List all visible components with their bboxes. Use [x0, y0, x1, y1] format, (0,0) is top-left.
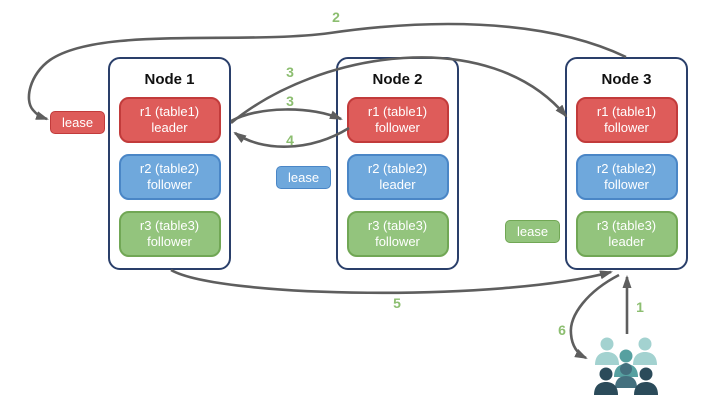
replica-range-label: r2 (table2): [367, 161, 428, 176]
lease-badge-r3: lease: [505, 220, 561, 243]
node-3-title: Node 3: [601, 71, 652, 88]
replica-range-label: r2 (table2): [596, 161, 657, 176]
node1-replica-r2: r2 (table2) follower: [118, 154, 221, 200]
replica-range-label: r1 (table1): [596, 104, 657, 119]
node1-replica-r1: r1 (table1) leader: [118, 97, 221, 143]
replica-range-label: r3 (table3): [367, 218, 428, 233]
replica-range-label: r3 (table3): [596, 218, 657, 233]
replica-range-label: r1 (table1): [367, 104, 428, 119]
node3-replica-r1: r1 (table1) follower: [575, 97, 678, 143]
replica-role-label: follower: [604, 120, 649, 135]
node-3: Node 3 r1 (table1) follower r2 (table2) …: [565, 57, 688, 270]
replica-role-label: leader: [608, 234, 645, 249]
step-label-3b: 3: [286, 93, 294, 109]
node1-replica-r3: r3 (table3) follower: [118, 211, 221, 257]
node-2-title: Node 2: [372, 71, 423, 88]
replica-role-label: follower: [604, 177, 649, 192]
node2-replica-r2: r2 (table2) leader: [346, 154, 449, 200]
node3-replica-r3: r3 (table3) leader: [575, 211, 678, 257]
clients-icon: [594, 337, 658, 395]
arrow-step-3-short: [230, 108, 343, 123]
replica-role-label: follower: [375, 120, 420, 135]
replica-role-label: follower: [147, 177, 192, 192]
node3-replica-r2: r2 (table2) follower: [575, 154, 678, 200]
replica-role-label: leader: [379, 177, 416, 192]
lease-badge-r1: lease: [50, 111, 106, 134]
node2-replica-r1: r1 (table1) follower: [346, 97, 449, 143]
replica-role-label: follower: [375, 234, 420, 249]
node2-replica-r3: r3 (table3) follower: [346, 211, 449, 257]
replica-role-label: leader: [151, 120, 188, 135]
step-label-5: 5: [393, 295, 401, 311]
lease-badge-r2: lease: [276, 166, 332, 189]
step-label-4: 4: [286, 132, 294, 148]
step-label-1: 1: [636, 299, 644, 315]
replica-range-label: r3 (table3): [139, 218, 200, 233]
node-1: Node 1 r1 (table1) leader r2 (table2) fo…: [108, 57, 231, 270]
step-label-6: 6: [558, 322, 566, 338]
replica-role-label: follower: [147, 234, 192, 249]
node-1-title: Node 1: [144, 71, 195, 88]
node-2: Node 2 r1 (table1) follower r2 (table2) …: [336, 57, 459, 270]
replica-range-label: r1 (table1): [139, 104, 200, 119]
replica-range-label: r2 (table2): [139, 161, 200, 176]
step-label-3a: 3: [286, 64, 294, 80]
arrow-step-5: [170, 268, 613, 295]
step-label-2: 2: [332, 9, 340, 25]
